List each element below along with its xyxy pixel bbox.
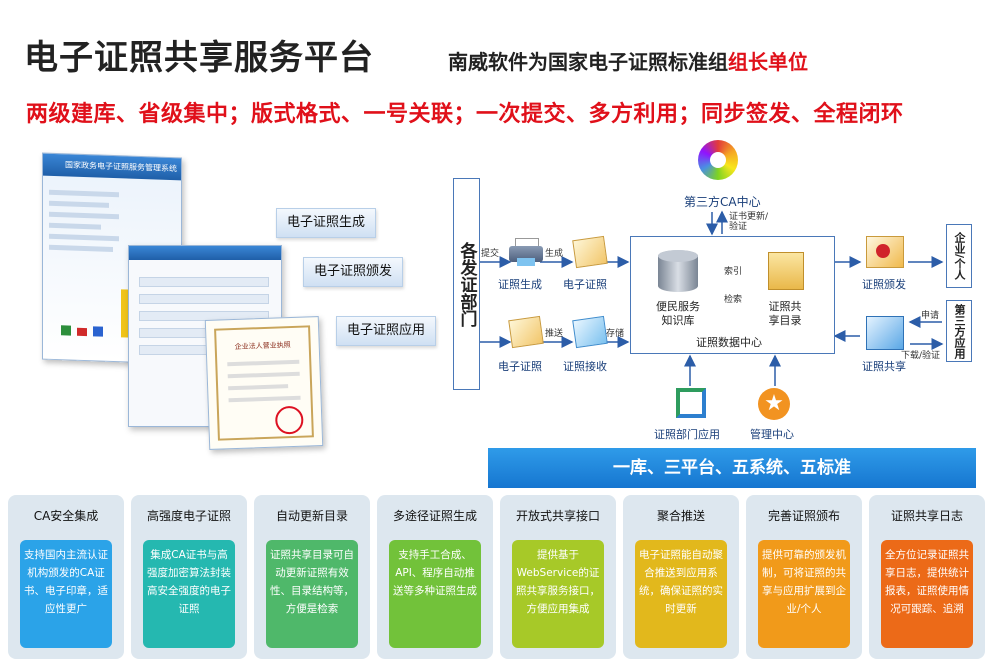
card-body: 全方位记录证照共享日志，提供统计报表，证照使用情况可跟踪、追溯	[881, 540, 973, 648]
node-ecert-top: 电子证照	[563, 276, 607, 292]
card-title: 高强度电子证照	[131, 507, 247, 524]
target-third-party: 第三方应用	[946, 300, 972, 362]
center-title: 证照数据中心	[696, 334, 762, 350]
issuing-departments: 各发证部门	[453, 178, 480, 390]
node-cert-generate: 证照生成	[498, 276, 542, 292]
dept-app-icon	[676, 388, 706, 418]
feature-card-strong-cert: 高强度电子证照 集成CA证书与高强度加密算法封装高安全强度的电子证照	[131, 495, 247, 659]
dir-label: 证照共享目录	[766, 300, 804, 328]
feature-card-multi-generate: 多途径证照生成 支持手工合成、API、程序自动推送等多种证照生成	[377, 495, 493, 659]
cert-share-icon	[866, 316, 904, 350]
edge-generate: 生成	[545, 246, 563, 259]
edge-store: 存储	[606, 326, 624, 339]
edge-push: 推送	[545, 326, 563, 339]
target-enterprise-person: 企业/个人	[946, 224, 972, 288]
edge-download: 下载/验证	[901, 348, 940, 361]
card-body: 证照共享目录可自动更新证照有效性、目录结构等，方便是检索	[266, 540, 358, 648]
edge-apply: 申请	[921, 308, 939, 321]
edge-search: 检索	[724, 292, 742, 305]
card-title: 开放式共享接口	[500, 507, 616, 524]
node-cert-receive: 证照接收	[563, 358, 607, 374]
card-body: 提供基于WebService的证照共享服务接口，方便应用集成	[512, 540, 604, 648]
ca-center-label: 第三方CA中心	[684, 193, 761, 210]
printer-icon	[509, 238, 543, 266]
card-body: 提供可靠的颁发机制，可将证照的共享与应用扩展到企业/个人	[758, 540, 850, 648]
database-icon	[658, 250, 698, 292]
card-body: 支持手工合成、API、程序自动推送等多种证照生成	[389, 540, 481, 648]
node-cert-share: 证照共享	[862, 358, 906, 374]
db-label: 便民服务知识库	[655, 300, 701, 328]
certificate-icon	[572, 236, 608, 268]
edge-submit: 提交	[481, 246, 499, 259]
card-title: 自动更新目录	[254, 507, 370, 524]
feature-card-aggregate-push: 聚合推送 电子证照能自动聚合推送到应用系统，确保证照的实时更新	[623, 495, 739, 659]
cert-receive-icon	[572, 316, 608, 348]
card-title: 完善证照颁布	[746, 507, 862, 524]
folder-icon	[768, 252, 804, 290]
feature-card-open-api: 开放式共享接口 提供基于WebService的证照共享服务接口，方便应用集成	[500, 495, 616, 659]
card-title: 证照共享日志	[869, 507, 985, 524]
node-cert-issue: 证照颁发	[862, 276, 906, 292]
mgmt-star-icon: ★	[758, 388, 790, 420]
card-body: 电子证照能自动聚合推送到应用系统，确保证照的实时更新	[635, 540, 727, 648]
edge-index: 索引	[724, 264, 742, 277]
feature-card-issue: 完善证照颁布 提供可靠的颁发机制，可将证照的共享与应用扩展到企业/个人	[746, 495, 862, 659]
card-body: 集成CA证书与高强度加密算法封装高安全强度的电子证照	[143, 540, 235, 648]
feature-card-auto-update: 自动更新目录 证照共享目录可自动更新证照有效性、目录结构等，方便是检索	[254, 495, 370, 659]
summary-banner: 一库、三平台、五系统、五标准	[488, 448, 976, 488]
card-body: 支持国内主流认证机构颁发的CA证书、电子印章，适应性更广	[20, 540, 112, 648]
edge-cert-update: 证书更新/验证	[729, 212, 773, 232]
dept-app-label: 证照部门应用	[654, 426, 720, 442]
ecert-icon-bottom	[508, 316, 544, 348]
card-title: 多途径证照生成	[377, 507, 493, 524]
mgmt-label: 管理中心	[750, 426, 794, 442]
node-ecert-bottom: 电子证照	[498, 358, 542, 374]
feature-card-share-log: 证照共享日志 全方位记录证照共享日志，提供统计报表，证照使用情况可跟踪、追溯	[869, 495, 985, 659]
card-title: 聚合推送	[623, 507, 739, 524]
feature-card-ca: CA安全集成 支持国内主流认证机构颁发的CA证书、电子印章，适应性更广	[8, 495, 124, 659]
card-title: CA安全集成	[8, 507, 124, 524]
